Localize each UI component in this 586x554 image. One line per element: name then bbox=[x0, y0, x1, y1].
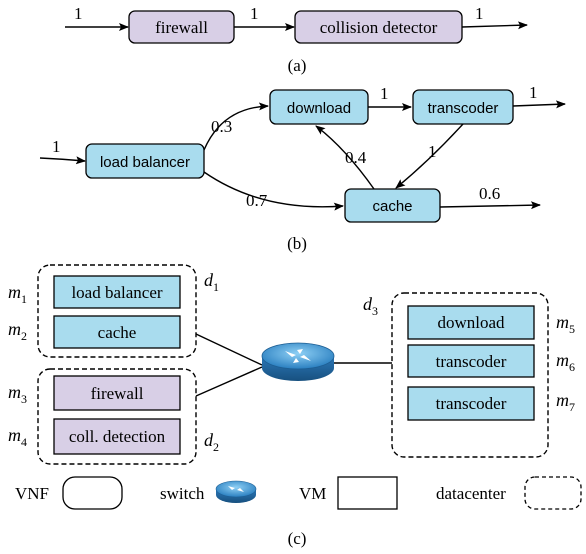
datacenter-d1 bbox=[37, 264, 197, 358]
m6-label: m6 bbox=[556, 350, 575, 374]
vm-m3 bbox=[53, 375, 181, 411]
vm-m4 bbox=[53, 418, 181, 455]
datacenter-d1-label: d1 bbox=[204, 270, 219, 294]
transcoder-label: transcoder bbox=[428, 100, 499, 117]
vm-m6 bbox=[407, 344, 535, 378]
load-balancer-label: load balancer bbox=[100, 154, 190, 171]
switch-icon bbox=[261, 342, 335, 381]
weight-a-input: 1 bbox=[74, 4, 83, 23]
edge-b-input bbox=[39, 156, 86, 165]
weight-a-mid: 1 bbox=[250, 4, 259, 23]
legend-datacenter-label: datacenter bbox=[436, 484, 506, 503]
legend-vm-label: VM bbox=[299, 484, 326, 503]
edge-cache-output bbox=[439, 201, 541, 210]
link-d1-switch bbox=[195, 333, 263, 366]
vm-m1-label: load balancer bbox=[71, 283, 162, 302]
datacenter-d3 bbox=[391, 292, 549, 458]
edge-transcoder-cache bbox=[395, 123, 464, 189]
legend: VNF switch VM datacenter bbox=[15, 476, 582, 510]
vm-m7-label: transcoder bbox=[436, 394, 507, 413]
vm-m5 bbox=[407, 305, 535, 340]
weight-cache-download: 0.4 bbox=[345, 148, 367, 167]
vm-m7 bbox=[407, 386, 535, 421]
weight-download-transcoder: 1 bbox=[380, 84, 389, 103]
datacenter-d2 bbox=[37, 368, 197, 465]
vm-m6-label: transcoder bbox=[436, 352, 507, 371]
m2-label: m2 bbox=[8, 319, 27, 343]
legend-vnf-swatch bbox=[62, 476, 123, 510]
legend-switch-icon bbox=[215, 480, 257, 503]
edge-transcoder-output bbox=[512, 100, 566, 109]
cache-box bbox=[344, 188, 441, 223]
diagram-b: 1 load balancer download transcoder cach… bbox=[39, 83, 566, 253]
caption-b: (b) bbox=[287, 234, 307, 253]
edge-lb-download bbox=[203, 102, 269, 151]
vm-m1 bbox=[53, 275, 181, 309]
legend-vm-swatch bbox=[337, 476, 398, 510]
weight-a-output: 1 bbox=[475, 4, 484, 23]
diagram-a: 1 firewall 1 collision detector 1 (a) bbox=[65, 4, 528, 75]
datacenter-d2-label: d2 bbox=[204, 430, 219, 454]
weight-b-input: 1 bbox=[52, 137, 61, 156]
datacenter-d3-label: d3 bbox=[363, 294, 378, 318]
m3-label: m3 bbox=[8, 382, 27, 406]
link-d2-switch bbox=[195, 366, 263, 397]
m5-label: m5 bbox=[556, 312, 575, 336]
vm-m2-label: cache bbox=[98, 323, 137, 342]
weight-lb-download: 0.3 bbox=[211, 117, 232, 136]
collision-detector-label: collision detector bbox=[320, 18, 438, 37]
edge-cache-download bbox=[315, 125, 375, 190]
vm-m3-label: firewall bbox=[91, 384, 144, 403]
m1-label: m1 bbox=[8, 282, 27, 306]
download-label: download bbox=[287, 100, 351, 117]
legend-vnf-label: VNF bbox=[15, 484, 49, 503]
weight-lb-cache: 0.7 bbox=[246, 191, 268, 210]
legend-switch-label: switch bbox=[160, 484, 205, 503]
vm-m4-label: coll. detection bbox=[69, 427, 166, 446]
m4-label: m4 bbox=[8, 425, 27, 449]
load-balancer-box bbox=[85, 143, 205, 179]
firewall-label: firewall bbox=[155, 18, 208, 37]
cache-label: cache bbox=[372, 198, 412, 215]
vm-m5-label: download bbox=[437, 313, 505, 332]
weight-transcoder-output: 1 bbox=[529, 83, 538, 102]
caption-a: (a) bbox=[288, 56, 307, 75]
legend-datacenter-swatch bbox=[524, 476, 582, 510]
diagram-c: d1 load balancer m1 cache m2 d2 firewall… bbox=[8, 264, 582, 548]
weight-transcoder-cache: 1 bbox=[428, 142, 437, 161]
caption-c: (c) bbox=[288, 529, 307, 548]
m7-label: m7 bbox=[556, 390, 575, 414]
weight-cache-output: 0.6 bbox=[479, 184, 500, 203]
edge-lb-cache bbox=[203, 171, 344, 211]
vm-m2 bbox=[53, 315, 181, 349]
edge-a-output bbox=[461, 21, 528, 30]
